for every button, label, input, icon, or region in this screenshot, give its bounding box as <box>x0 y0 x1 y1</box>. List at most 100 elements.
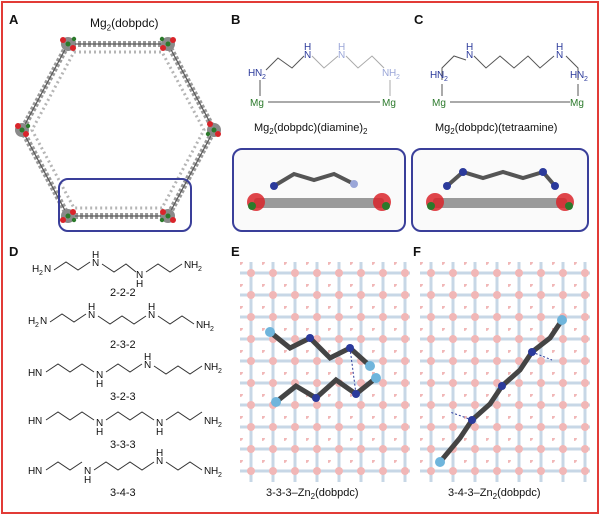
node-bottom-left <box>60 209 77 223</box>
b-nh2-right-h: H <box>389 68 396 79</box>
svg-text:N: N <box>35 466 42 477</box>
label-2-3-2: 2-3-2 <box>110 339 136 351</box>
c-h-atom-1: H <box>466 42 473 53</box>
b-nh2-right-n: N <box>382 68 389 79</box>
svg-text:2: 2 <box>218 368 222 375</box>
label-3-4-3: 3-4-3 <box>110 487 136 499</box>
svg-text:N: N <box>84 466 91 477</box>
b-mg-right: Mg <box>382 98 396 109</box>
svg-text:H: H <box>211 466 218 477</box>
svg-text:H: H <box>203 320 210 331</box>
svg-text:H: H <box>96 379 103 390</box>
svg-text:H: H <box>191 260 198 271</box>
panel-f-letter: F <box>413 244 421 259</box>
c-n-atom-2: N <box>556 50 563 61</box>
svg-text:N: N <box>44 264 51 275</box>
panel-a-highlight-box <box>58 178 192 232</box>
svg-text:2: 2 <box>210 326 214 333</box>
diamine-3d-model <box>247 171 391 211</box>
c-nh2-right-sub: 2 <box>584 76 588 83</box>
b-n-atom-1: N <box>304 50 311 61</box>
svg-text:N: N <box>136 270 143 281</box>
svg-text:2: 2 <box>198 266 202 273</box>
svg-text:H: H <box>156 448 163 459</box>
amine-3-4-3: H N N H N H N H 2 3-4-3 <box>28 448 222 499</box>
label-3-2-3: 3-2-3 <box>110 391 136 403</box>
tetraamine-bridge-schematic: N H N H H N 2 H N 2 Mg Mg <box>430 42 588 109</box>
svg-text:H: H <box>211 416 218 427</box>
node-top-right <box>159 36 176 51</box>
node-left <box>15 123 31 137</box>
amine-2-2-2: H 2 N N H N H N H 2 2-2-2 <box>32 250 202 299</box>
svg-text:N: N <box>144 360 151 371</box>
node-right <box>205 121 221 137</box>
label-3-3-3: 3-3-3 <box>110 439 136 451</box>
panel-f-caption: 3-4-3–Zn2(dobpdc) <box>448 487 541 502</box>
c-mg-right: Mg <box>570 98 584 109</box>
svg-text:H: H <box>144 352 151 363</box>
panel-b-letter: B <box>231 12 241 27</box>
panel-a-title: Mg2(dobpdc) <box>90 16 159 33</box>
b-nh2-left-h: H <box>248 68 255 79</box>
c-mg-left: Mg <box>432 98 446 109</box>
svg-text:2: 2 <box>218 472 222 479</box>
panel-c-highlight-box <box>411 148 589 232</box>
svg-text:H: H <box>28 368 35 379</box>
diamine-bridge-schematic: N H N H H N 2 N H 2 Mg Mg <box>248 42 400 109</box>
svg-text:N: N <box>156 418 163 429</box>
amine-structures: H 2 N N H N H N H 2 2-2-2 H 2 N N H N H … <box>28 250 222 499</box>
mof-hexagon-structure <box>15 36 221 223</box>
svg-text:H: H <box>28 466 35 477</box>
svg-text:N: N <box>35 416 42 427</box>
svg-text:H: H <box>148 302 155 313</box>
svg-text:N: N <box>96 370 103 381</box>
c-h-atom-2: H <box>556 42 563 53</box>
b-mg-left: Mg <box>250 98 264 109</box>
panel-c-letter: C <box>414 12 424 27</box>
svg-text:H: H <box>136 279 143 290</box>
c-nh2-right-h: H <box>570 70 577 81</box>
svg-text:N: N <box>92 258 99 269</box>
svg-text:H: H <box>211 362 218 373</box>
svg-text:2: 2 <box>218 422 222 429</box>
svg-text:H: H <box>156 427 163 438</box>
zn-343-crystal-structure <box>420 262 590 482</box>
tetraamine-3d-model <box>426 168 574 211</box>
c-nh2-left-n: N <box>437 70 444 81</box>
svg-text:H: H <box>32 264 39 275</box>
zn-333-crystal-structure <box>240 262 410 482</box>
b-nh2-right-sub: 2 <box>396 74 400 81</box>
c-nh2-left-h: H <box>430 70 437 81</box>
svg-text:2: 2 <box>39 270 43 277</box>
svg-text:N: N <box>40 316 47 327</box>
b-nh2-left-sub: 2 <box>262 74 266 81</box>
svg-text:N: N <box>204 362 211 373</box>
svg-text:N: N <box>196 320 203 331</box>
amine-3-2-3: H N N H N H N H 2 3-2-3 <box>28 352 222 403</box>
b-h-atom-1: H <box>304 42 311 53</box>
svg-text:N: N <box>204 466 211 477</box>
metal-node-clusters <box>15 36 221 223</box>
panel-d-letter: D <box>9 244 19 259</box>
svg-text:N: N <box>35 368 42 379</box>
label-2-2-2: 2-2-2 <box>110 287 136 299</box>
svg-text:2: 2 <box>35 322 39 329</box>
b-nh2-left-n: N <box>255 68 262 79</box>
svg-text:H: H <box>28 316 35 327</box>
c-nh2-right-n: N <box>577 70 584 81</box>
svg-text:H: H <box>84 475 91 486</box>
svg-text:N: N <box>156 456 163 467</box>
panel-b-highlight-box <box>232 148 406 232</box>
svg-text:N: N <box>184 260 191 271</box>
svg-text:N: N <box>148 310 155 321</box>
panel-b-caption: Mg2(dobpdc)(diamine)2 <box>254 122 368 137</box>
panel-e-caption: 3-3-3–Zn2(dobpdc) <box>266 487 359 502</box>
amine-2-3-2: H 2 N N H N H N H 2 2-3-2 <box>28 302 214 351</box>
node-bottom-right <box>159 209 176 223</box>
svg-text:H: H <box>28 416 35 427</box>
b-h-atom-2: H <box>338 42 345 53</box>
node-top-left <box>60 36 77 51</box>
svg-text:N: N <box>204 416 211 427</box>
svg-text:N: N <box>96 418 103 429</box>
